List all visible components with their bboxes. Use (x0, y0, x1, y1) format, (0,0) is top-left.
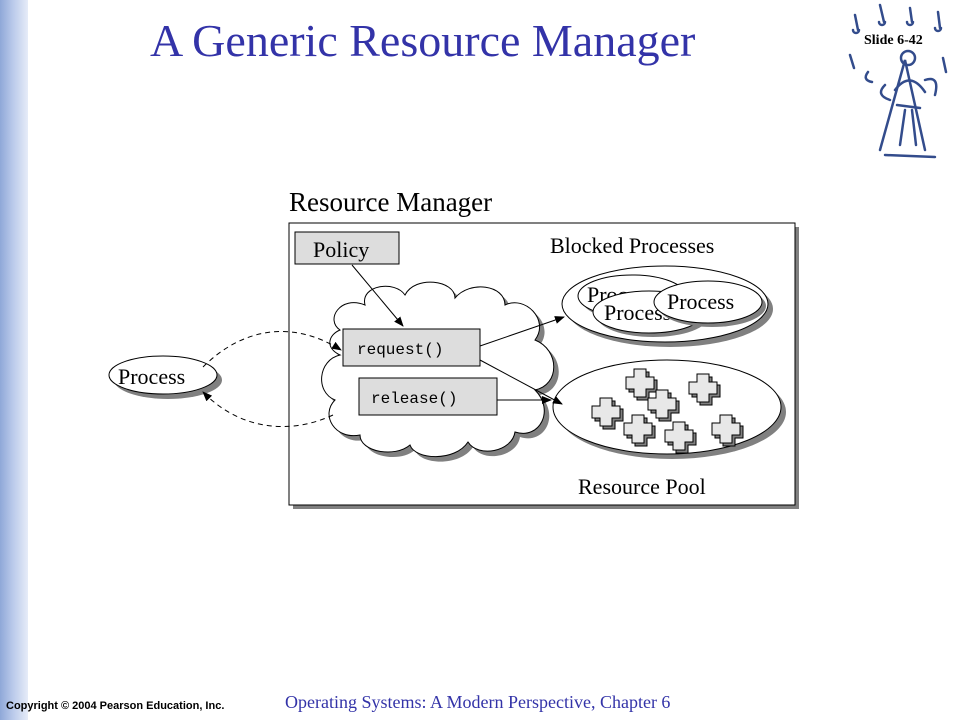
copyright-text: Copyright © 2004 Pearson Education, Inc. (6, 700, 225, 712)
external-process: Process (108, 355, 222, 399)
musician-logo (848, 3, 948, 159)
footer-text: Operating Systems: A Modern Perspective,… (285, 692, 671, 712)
request-to-blocked-arrow (479, 316, 565, 347)
manager-cloud (321, 281, 559, 462)
resource-manager-label: Resource Manager (289, 187, 492, 217)
release-label: release() (371, 390, 457, 408)
blocked-process-3: Process (653, 280, 766, 327)
policy-arrow (351, 264, 404, 327)
policy-box: Policy (294, 231, 400, 265)
release-box: release() (358, 377, 498, 416)
policy-label: Policy (313, 237, 369, 262)
resource-pool-label: Resource Pool (578, 474, 706, 499)
request-box: request() (342, 328, 481, 367)
process-request-dashed-arrow (202, 331, 342, 368)
left-accent-bar (0, 0, 28, 720)
blocked-processes-label: Blocked Processes (550, 233, 714, 258)
slide-number: Slide 6-42 (864, 33, 923, 48)
external-process-label: Process (118, 364, 185, 389)
blocked-process-3-label: Process (667, 289, 734, 314)
slide-title: A Generic Resource Manager (150, 15, 696, 66)
request-label: request() (357, 341, 443, 359)
